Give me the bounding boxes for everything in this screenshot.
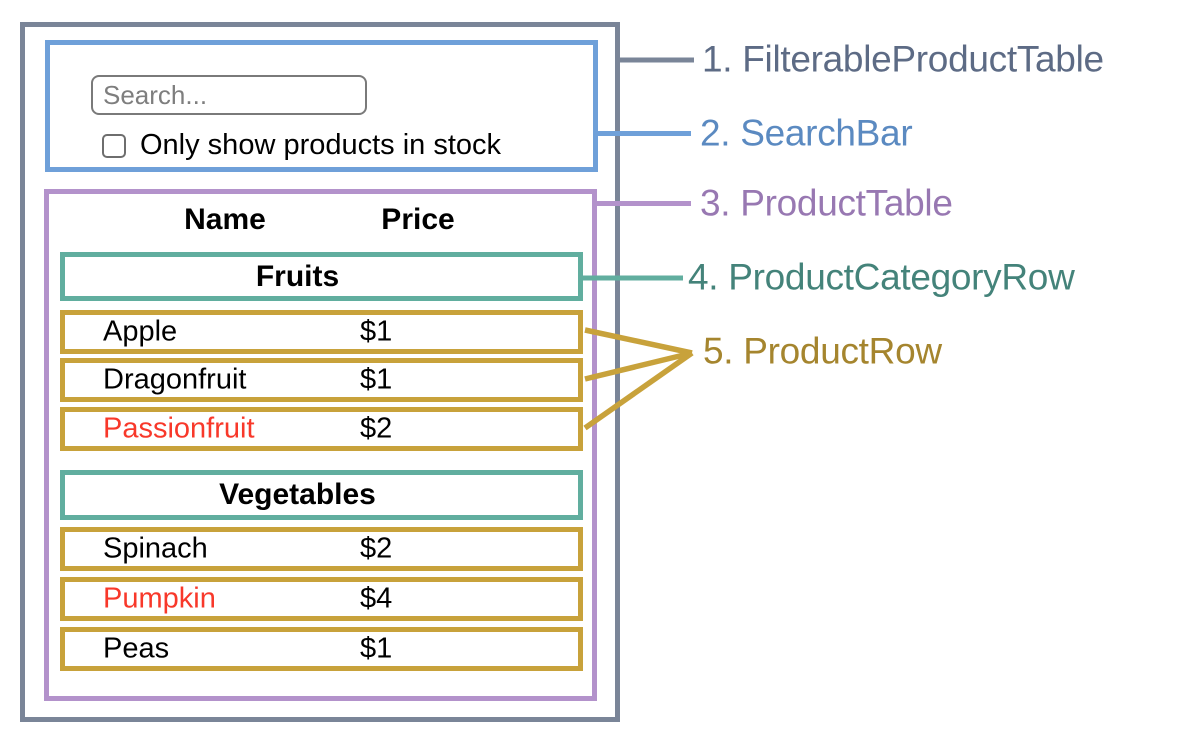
- product-category-row-vegetables: Vegetables: [60, 470, 583, 520]
- product-price: $1: [360, 632, 393, 665]
- product-name: Dragonfruit: [103, 363, 247, 396]
- search-bar-box: Only show products in stock: [45, 40, 598, 172]
- in-stock-checkbox[interactable]: [102, 133, 126, 158]
- product-row-dragonfruit: Dragonfruit $1: [60, 358, 583, 402]
- product-table-box: Name Price Fruits Apple $1 Dragonfruit $…: [44, 189, 597, 701]
- label-product-table: 3. ProductTable: [700, 182, 953, 224]
- column-header-name: Name: [184, 203, 266, 236]
- category-label: Fruits: [255, 259, 340, 293]
- product-price: $4: [360, 582, 393, 615]
- label-product-row: 5. ProductRow: [703, 330, 942, 372]
- product-name: Apple: [103, 315, 178, 348]
- product-row-apple: Apple $1: [60, 310, 583, 354]
- product-row-pumpkin: Pumpkin $4: [60, 577, 583, 621]
- product-name: Pumpkin: [103, 582, 216, 615]
- product-price: $1: [360, 363, 393, 396]
- category-label: Vegetables: [219, 478, 376, 511]
- label-filterable-product-table: 1. FilterableProductTable: [702, 38, 1104, 80]
- in-stock-checkbox-label[interactable]: Only show products in stock: [140, 129, 502, 161]
- product-price: $2: [360, 412, 393, 445]
- product-category-row-fruits: Fruits: [60, 252, 583, 301]
- product-name: Spinach: [103, 532, 208, 565]
- product-row-peas: Peas $1: [60, 627, 583, 671]
- label-product-category-row: 4. ProductCategoryRow: [688, 256, 1075, 298]
- product-name: Peas: [103, 632, 170, 665]
- stock-filter-row: Only show products in stock: [102, 131, 501, 160]
- product-price: $1: [360, 315, 393, 348]
- search-input[interactable]: [91, 75, 367, 115]
- product-row-passionfruit: Passionfruit $2: [60, 407, 583, 451]
- product-name: Passionfruit: [103, 412, 255, 445]
- label-search-bar: 2. SearchBar: [700, 112, 913, 154]
- product-row-spinach: Spinach $2: [60, 527, 583, 571]
- column-header-price: Price: [381, 203, 455, 236]
- product-price: $2: [360, 532, 393, 565]
